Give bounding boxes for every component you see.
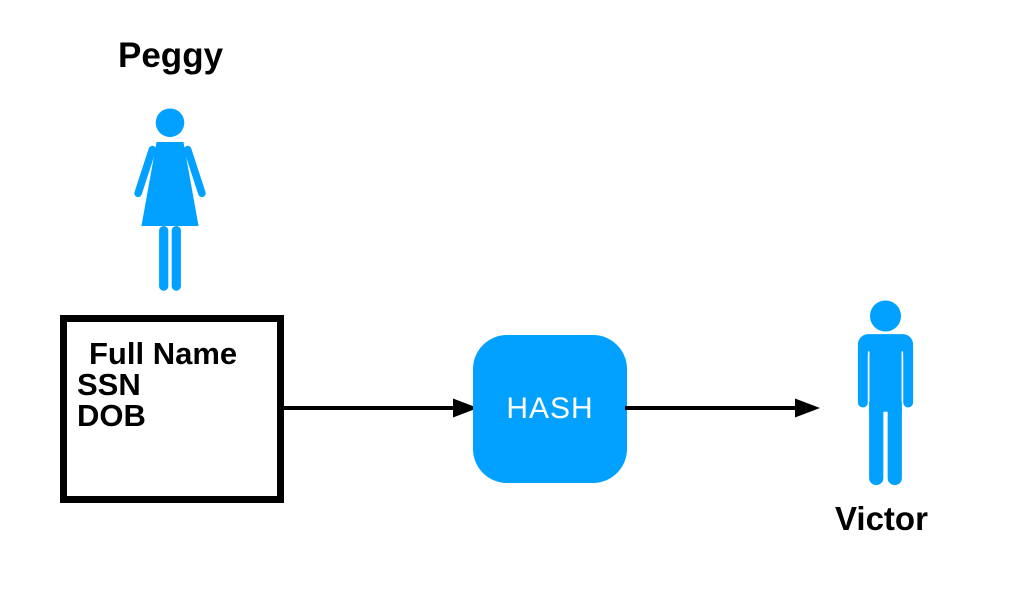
secret-data-box: Full Name SSN DOB <box>60 315 284 503</box>
hash-node: HASH <box>473 335 627 483</box>
secret-line-ssn: SSN <box>77 367 141 402</box>
victor-label: Victor <box>835 500 928 537</box>
arrow-secret-to-hash <box>283 398 478 418</box>
secret-line-full-name: Full Name <box>89 336 238 371</box>
male-person-icon <box>857 300 914 486</box>
female-person-icon <box>134 108 206 291</box>
arrow-hash-to-victor <box>625 398 820 418</box>
hash-node-label: HASH <box>506 392 594 425</box>
peggy-label: Peggy <box>118 36 224 75</box>
secret-line-dob: DOB <box>77 398 146 433</box>
